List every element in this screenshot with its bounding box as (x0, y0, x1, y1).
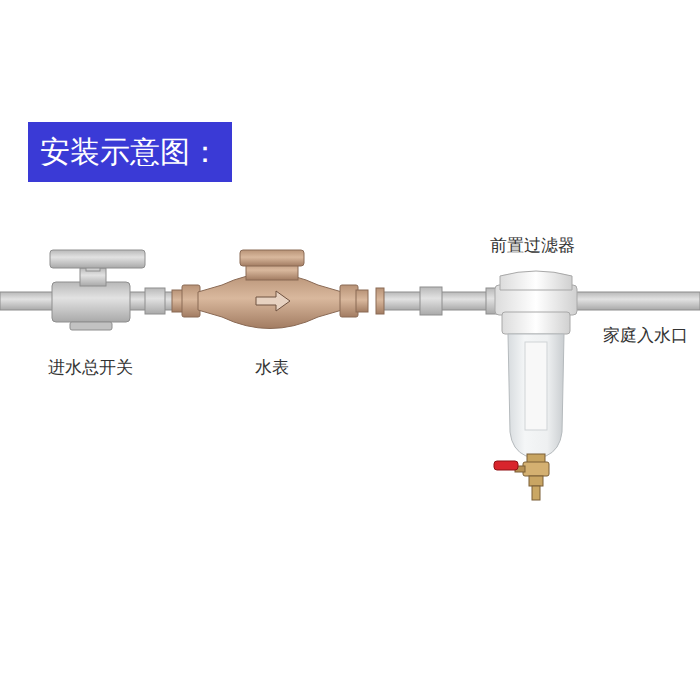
title-banner: 安装示意图： (28, 122, 232, 182)
drain-valve (494, 454, 549, 500)
part-label: 前置过滤器 (490, 235, 575, 255)
part-label: 进水总开关 (48, 357, 133, 377)
main-valve (50, 250, 145, 330)
pre-filter (495, 271, 577, 456)
part-label: 家庭入水口 (603, 325, 688, 345)
water-meter (172, 250, 384, 329)
part-label: 水表 (255, 357, 289, 377)
